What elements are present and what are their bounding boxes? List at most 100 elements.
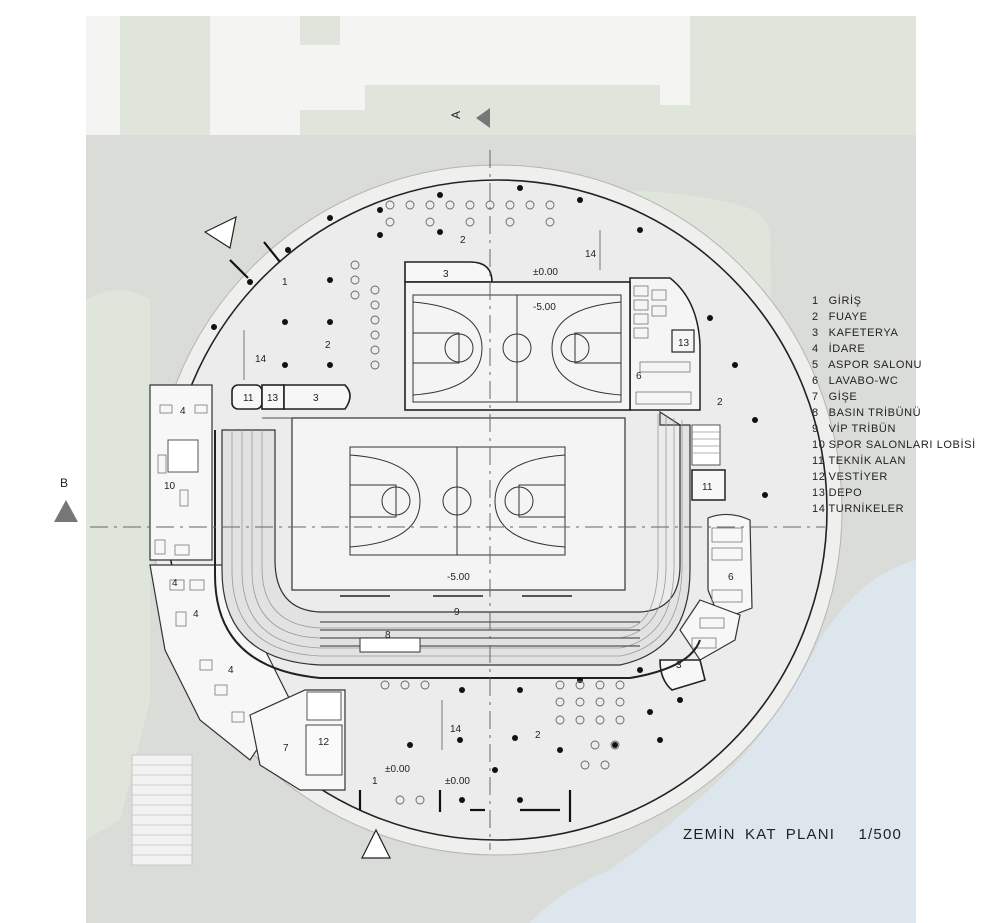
room-tag-entry-s: 1	[372, 776, 378, 787]
legend-number: 11	[812, 455, 825, 467]
main-court-area	[291, 417, 626, 591]
legend-label: ASPOR SALONU	[828, 359, 923, 371]
room-tag-vip: 9	[454, 607, 460, 618]
plan-title-text: ZEMİN KAT PLANI	[683, 826, 836, 843]
legend-item: 9 VİP TRİBÜN	[812, 421, 976, 437]
legend-number: 12	[812, 471, 826, 483]
legend-item: 4 İDARE	[812, 341, 976, 357]
office-furniture	[154, 404, 245, 723]
room-tag-storage-a: 13	[267, 393, 279, 404]
plan-title: ZEMİN KAT PLANI 1/500	[683, 826, 902, 843]
legend-label: VESTİYER	[828, 471, 888, 483]
section-a-arrow	[476, 108, 490, 128]
structural-columns	[211, 185, 768, 803]
legend-item: 1 GİRİŞ	[812, 293, 976, 309]
level-court-training: -5.00	[533, 302, 556, 313]
entry-arrow-south	[361, 828, 391, 859]
section-b-arrow	[54, 500, 78, 522]
legend-label: GİŞE	[828, 391, 858, 403]
vip-tribune-seats	[320, 621, 640, 647]
training-basketball-court	[412, 294, 622, 403]
legend-label: KAFETERYA	[828, 327, 899, 339]
legend-label: İDARE	[828, 343, 866, 355]
legend-label: DEPO	[828, 487, 863, 499]
legend-number: 6	[812, 375, 819, 387]
level-ground-south-a: ±0.00	[385, 764, 410, 775]
room-tag-office-b: 4	[172, 578, 178, 589]
plan-scale: 1/500	[858, 826, 903, 843]
vestiyer-room	[305, 724, 343, 776]
room-tag-office-a: 4	[180, 406, 186, 417]
cafe-tables	[350, 200, 625, 805]
entry-arrow-northwest	[203, 215, 237, 249]
cafe-west	[283, 384, 351, 410]
legend-number: 2	[812, 311, 819, 323]
legend-item: 6 LAVABO-WC	[812, 373, 976, 389]
room-tag-lobby: 10	[164, 481, 176, 492]
room-tag-office-d: 4	[228, 665, 234, 676]
level-ground-north: ±0.00	[533, 267, 558, 278]
room-tag-turnstile-c: 14	[450, 724, 462, 735]
legend-number: 9	[812, 423, 819, 435]
room-tag-wc-b: 6	[728, 572, 734, 583]
lake	[530, 560, 916, 923]
room-tag-foyer-e: 2	[717, 397, 723, 408]
legend-label: VİP TRİBÜN	[828, 423, 896, 435]
section-a-label: A	[449, 111, 463, 119]
room-tag-entry-nw: 1	[282, 277, 288, 288]
east-wc-block	[707, 513, 753, 621]
legend-number: 14	[812, 503, 826, 515]
room-tag-cafe-left: 3	[313, 393, 319, 404]
room-tag-technical-b: 11	[702, 482, 713, 493]
northeast-wc-block	[629, 277, 701, 411]
room-tag-storage-b: 13	[678, 338, 690, 349]
east-stair-treads	[692, 431, 720, 454]
level-ground-south-b: ±0.00	[445, 776, 470, 787]
legend-item: 5 ASPOR SALONU	[812, 357, 976, 373]
section-b-label: B	[60, 476, 68, 490]
wc-cubicles	[633, 285, 743, 649]
room-tag-turnstile-a: 14	[255, 354, 267, 365]
turnstiles	[243, 230, 601, 750]
legend-label: LAVABO-WC	[828, 375, 899, 387]
room-tag-foyer-n: 2	[460, 235, 466, 246]
legend-label: GİRİŞ	[828, 295, 862, 307]
legend-item: 3 KAFETERYA	[812, 325, 976, 341]
stair-core-south	[306, 691, 342, 721]
west-green-area	[86, 290, 150, 840]
room-tag-ticket: 7	[283, 743, 289, 754]
legend-item: 7 GİŞE	[812, 389, 976, 405]
track-lanes	[231, 414, 683, 657]
legend-item: 8 BASIN TRİBÜNÜ	[812, 405, 976, 421]
west-building-block	[86, 16, 120, 135]
stairs-southwest	[131, 754, 193, 866]
northeast-storage	[671, 329, 695, 353]
room-tag-wc-a: 6	[636, 371, 642, 382]
room-tag-foyer-se: 2	[535, 730, 541, 741]
legend-item: 13 DEPO	[812, 485, 976, 501]
legend-number: 1	[812, 295, 819, 307]
legend-label: TURNİKELER	[828, 503, 905, 515]
entrance-walls	[229, 241, 572, 822]
room-tag-press: 8	[385, 630, 391, 641]
press-tribune	[359, 637, 421, 653]
legend-item: 14 TURNİKELER	[812, 501, 976, 517]
level-court-main: -5.00	[447, 572, 470, 583]
room-tag-turnstile-b: 14	[585, 249, 597, 260]
legend-number: 7	[812, 391, 819, 403]
room-tag-office-c: 4	[193, 609, 199, 620]
legend-number: 10	[812, 439, 826, 451]
legend-label: TEKNİK ALAN	[828, 455, 906, 467]
stands-outer-wall	[214, 574, 701, 679]
legend-item: 10 SPOR SALONLARI LOBİSİ	[812, 437, 976, 453]
legend-label: FUAYE	[828, 311, 868, 323]
southeast-wc-block	[679, 599, 741, 661]
legend-number: 5	[812, 359, 819, 371]
room-tag-technical-a: 11	[243, 393, 254, 404]
legend-number: 3	[812, 327, 819, 339]
legend-item: 2 FUAYE	[812, 309, 976, 325]
room-tag-foyer-w: 2	[325, 340, 331, 351]
legend-number: 13	[812, 487, 826, 499]
